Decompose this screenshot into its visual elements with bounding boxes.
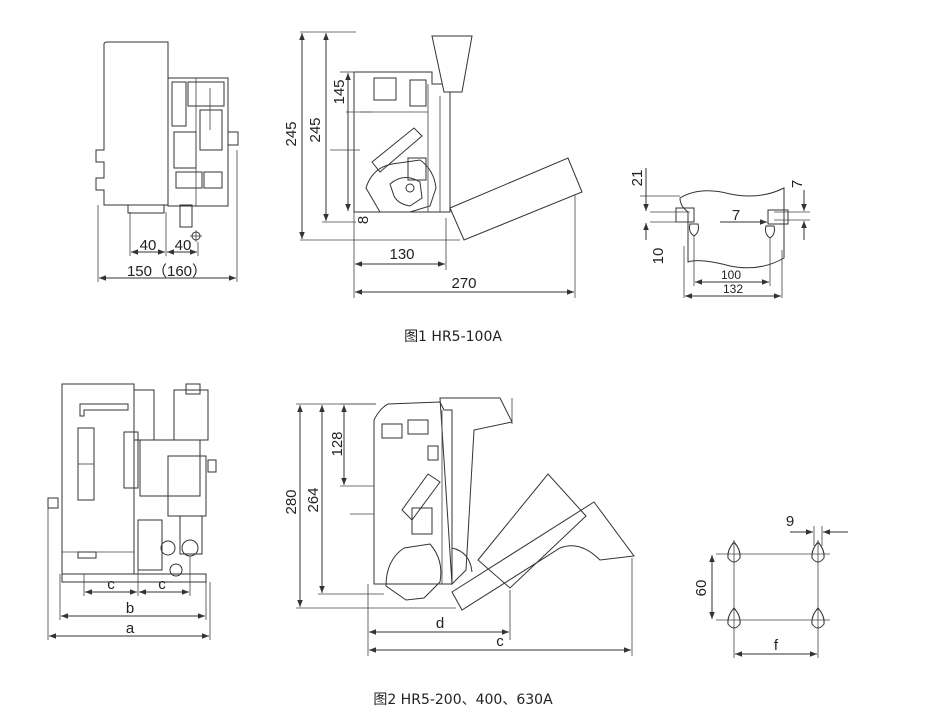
fig1-dim-8: 8 [355,216,372,224]
fig2-dim-280: 280 [283,489,300,514]
fig2-dim-a: a [126,620,135,637]
fig1-dim-21: 21 [629,170,646,187]
fig2-dim-d: d [436,615,444,632]
fig1-dim-130: 130 [389,246,414,263]
fig1-dim-7-right: 7 [789,180,806,188]
fig1-dim-40-left: 40 [140,237,157,254]
fig2-dim-b: b [126,600,134,617]
fig1-side-view: 245 245 145 8 130 270 [283,31,583,298]
fig1-dim-245-inner: 245 [307,117,324,142]
fig2-dim-f: f [774,637,779,654]
fig1-caption: 图1 HR5-100A [404,329,502,345]
fig1-dim-145: 145 [331,79,348,104]
figure2: c c b a [47,383,848,708]
fig1-dim-7-mid: 7 [732,207,740,224]
fig1-dim-150-160: 150（160） [127,263,207,280]
fig1-dim-100: 100 [721,268,741,282]
mounting-hole [811,541,825,563]
fig2-dim-264: 264 [305,487,322,512]
fig1-dim-245-outer: 245 [283,121,300,146]
fig1-dim-270: 270 [451,275,476,292]
fig1-dim-40-right: 40 [175,237,192,254]
fig2-dim-c-left: c [107,576,115,593]
fig2-front-view: c c b a [47,383,217,640]
fig2-dim-c: c [496,633,504,650]
fig2-dim-9: 9 [786,513,794,530]
fig2-dim-128: 128 [329,431,346,456]
mounting-hole [811,607,825,629]
fig1-dim-132: 132 [723,282,743,296]
fig2-dim-c-right: c [158,576,166,593]
mounting-hole [727,541,741,563]
fig1-dim-10: 10 [650,248,667,265]
figure1: 40 40 150（160） [95,31,810,345]
fig1-mount-view: 21 7 7 10 100 132 [629,168,810,299]
fig2-caption: 图2 HR5-200、400、630A [373,692,553,708]
fig2-hole-pattern: 9 60 f [693,513,848,658]
fig1-front-view: 40 40 150（160） [95,41,239,282]
fig2-dim-60: 60 [693,580,710,597]
mounting-hole [727,607,741,629]
fig2-side-view: 128 280 264 d c [283,397,635,656]
